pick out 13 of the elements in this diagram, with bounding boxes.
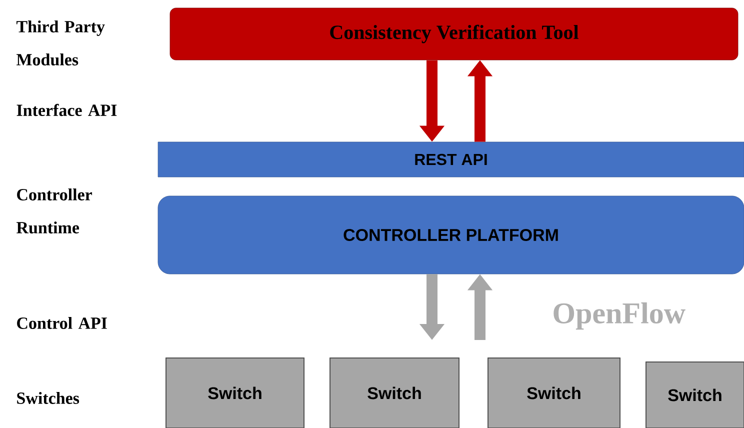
tool-box: Consistency Verification Tool xyxy=(170,8,738,60)
switch-box: Switch xyxy=(646,361,744,428)
layer-label: Switches xyxy=(17,392,80,404)
switch-box: Switch xyxy=(166,357,304,428)
layer-label: Control API xyxy=(17,317,107,329)
api-band: REST API xyxy=(158,142,744,178)
protocol-label: OpenFlow xyxy=(554,302,686,330)
layer-label: Interface API xyxy=(16,104,117,116)
platform-box: CONTROLLER PLATFORM xyxy=(158,196,744,274)
switch-box: Switch xyxy=(488,357,620,428)
switch-box: Switch xyxy=(330,357,460,428)
layer-label: Third Party Modules xyxy=(16,20,105,66)
layer-label: Controller Runtime xyxy=(16,188,92,234)
